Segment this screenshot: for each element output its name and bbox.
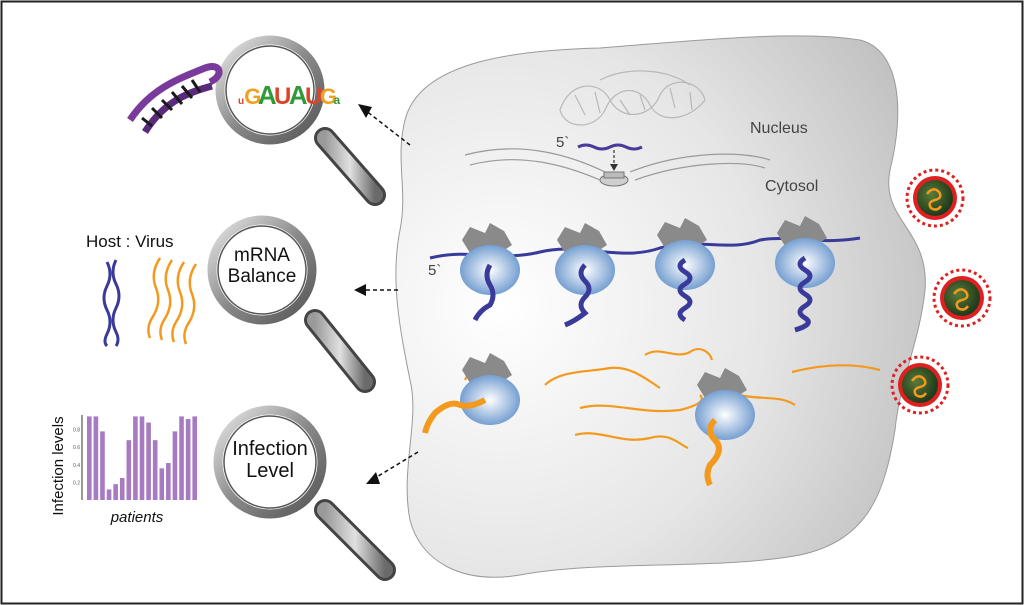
nuclear-envelope [464, 148, 771, 181]
viruses [890, 168, 992, 415]
five-prime-label-top: 5` [556, 134, 570, 151]
infection-level-text: Infection Level [218, 438, 322, 482]
motif-letter: A [289, 80, 308, 110]
nucleus-label: Nucleus [750, 120, 808, 137]
chart-bar [106, 489, 112, 500]
chart-ytick-label: 0.4 [73, 463, 80, 469]
chart-ytick-label: 0.2 [73, 480, 80, 486]
magnifier-motif [215, 35, 386, 206]
motif-letter: U [274, 83, 291, 110]
chart-bar [152, 440, 158, 500]
chart-bar [126, 440, 132, 500]
motif-letter: G [244, 84, 261, 109]
infection-line1: Infection [232, 438, 308, 460]
cytosol-label: Cytosol [765, 178, 819, 195]
chart-bar [139, 416, 145, 500]
chart-bar [146, 422, 151, 500]
chart-bar [133, 416, 138, 500]
host-strands-icon [102, 259, 121, 348]
motif-letter: A [258, 80, 277, 110]
chart-bar [172, 431, 178, 500]
chart-bar [113, 484, 118, 500]
dashed-arrows [362, 109, 419, 479]
chart-bar [185, 419, 191, 500]
host-ribosomes [460, 216, 835, 333]
motif-letter: U [305, 83, 322, 110]
motif-letter: G [320, 84, 337, 109]
dna-helix-icon [127, 63, 223, 134]
motif-letter: u [238, 96, 244, 107]
chart-ylabel: Infection levels [50, 416, 67, 515]
motif-letter: a [333, 93, 340, 107]
chart-bar [119, 478, 125, 500]
chart-bar [166, 463, 171, 500]
chart-y-ticks: 0.2 0.4 0.6 0.8 [73, 428, 80, 487]
magnifier-mrna-balance [207, 215, 376, 393]
nuclear-pore [599, 171, 629, 187]
chart-ytick-label: 0.6 [73, 445, 80, 451]
viral-ribosomes [422, 353, 755, 487]
chart-bar [86, 416, 92, 500]
infection-line2: Level [246, 460, 294, 482]
magnifier-infection-level [213, 405, 396, 581]
infection-bar-chart: 0.2 0.4 0.6 0.8 Infection levels patients [50, 415, 198, 526]
virus-strands-icon [147, 257, 198, 345]
mrna-balance-text: mRNA Balance [212, 245, 312, 288]
chart-xlabel: patients [110, 509, 164, 526]
cell-body [395, 35, 926, 578]
mrna-line1: mRNA [234, 245, 290, 266]
chart-bars [86, 416, 198, 500]
mrna-line2: Balance [227, 265, 297, 287]
chart-bar [192, 416, 198, 500]
nuclear-dna [559, 70, 706, 126]
chart-bar [100, 431, 105, 500]
five-prime-label-mid: 5` [428, 262, 442, 279]
chart-bar [93, 416, 99, 500]
chart-bar [179, 416, 184, 500]
chart-ytick-label: 0.8 [73, 428, 80, 434]
chart-bar [159, 468, 165, 500]
host-virus-label: Host : Virus [86, 232, 174, 251]
nascent-mrna [577, 143, 643, 151]
